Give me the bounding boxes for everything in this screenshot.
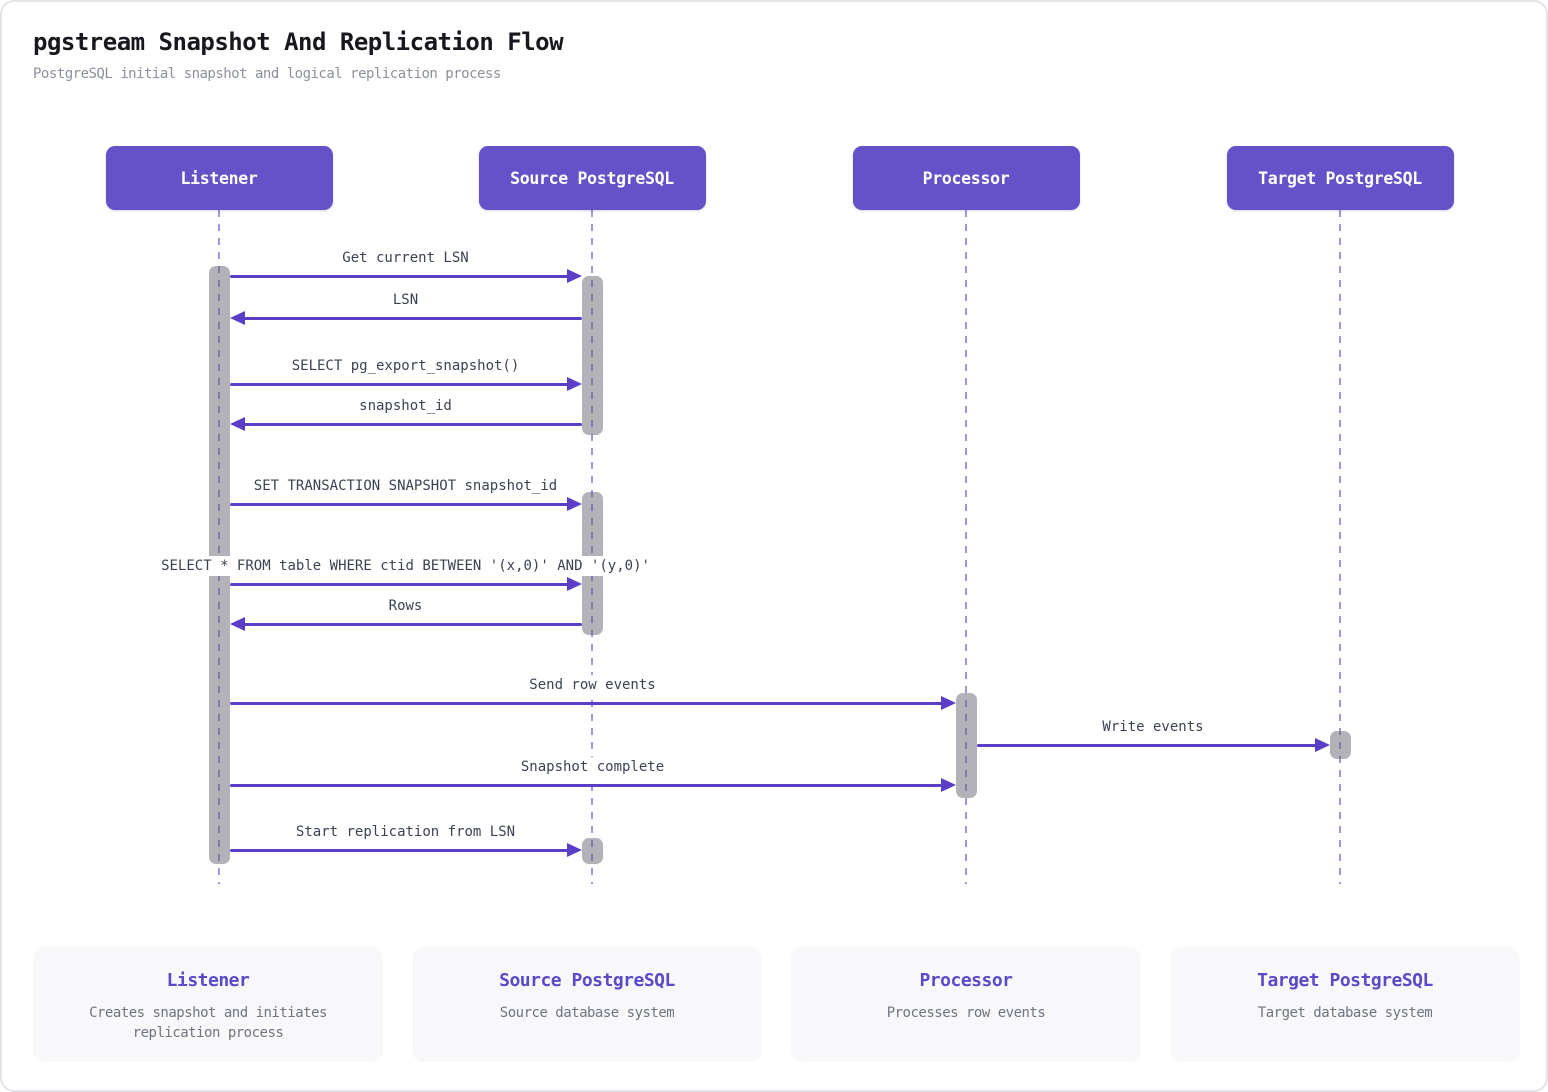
- message-label-2: SELECT pg_export_snapshot(): [285, 356, 526, 376]
- message-label-8: Write events: [1096, 717, 1210, 737]
- message-line-4: [229, 503, 569, 506]
- legend-card-description-listener: Creates snapshot and initiates replicati…: [89, 1005, 327, 1042]
- message-arrowhead-8: [1314, 738, 1330, 752]
- activation-target-5: [1329, 731, 1351, 759]
- lifeline-source: [591, 210, 593, 884]
- legend-card-description-processor: Processes row events: [886, 1005, 1046, 1021]
- message-label-5: SELECT * FROM table WHERE ctid BETWEEN '…: [155, 556, 656, 576]
- legend-card-source: Source PostgreSQL Source database system: [412, 947, 762, 1062]
- activation-source-3: [581, 838, 603, 864]
- message-arrowhead-10: [566, 843, 582, 857]
- actor-processor: Processor: [852, 146, 1080, 210]
- message-line-3: [242, 423, 582, 426]
- message-line-8: [976, 744, 1317, 747]
- message-line-10: [229, 849, 569, 852]
- lifeline-listener: [218, 210, 220, 884]
- message-arrowhead-0: [566, 269, 582, 283]
- legend-card-target: Target PostgreSQL Target database system: [1170, 947, 1520, 1062]
- activation-processor-4: [955, 693, 977, 798]
- message-label-0: Get current LSN: [336, 248, 475, 268]
- legend-card-title-processor: Processor: [919, 970, 1013, 991]
- message-arrowhead-1: [229, 311, 245, 325]
- actor-target: Target PostgreSQL: [1226, 146, 1454, 210]
- page-title: pgstream Snapshot And Replication Flow: [33, 28, 564, 56]
- message-label-10: Start replication from LSN: [289, 822, 522, 842]
- message-line-7: [229, 702, 943, 705]
- message-label-7: Send row events: [523, 675, 662, 695]
- message-label-1: LSN: [386, 290, 425, 310]
- message-label-3: snapshot_id: [353, 396, 458, 416]
- header: pgstream Snapshot And Replication Flow P…: [33, 28, 564, 82]
- message-arrowhead-4: [566, 497, 582, 511]
- message-line-5: [229, 583, 569, 586]
- message-arrowhead-3: [229, 417, 245, 431]
- legend-card-description-target: Target database system: [1257, 1005, 1433, 1021]
- message-line-0: [229, 275, 569, 278]
- actor-listener: Listener: [105, 146, 333, 210]
- lifeline-processor: [965, 210, 967, 884]
- message-label-4: SET TRANSACTION SNAPSHOT snapshot_id: [247, 476, 564, 496]
- page-subtitle: PostgreSQL initial snapshot and logical …: [33, 66, 501, 82]
- lifeline-target: [1339, 210, 1341, 884]
- legend-card-description-source: Source database system: [499, 1005, 675, 1021]
- message-arrowhead-2: [566, 377, 582, 391]
- message-arrowhead-9: [940, 778, 956, 792]
- actor-source: Source PostgreSQL: [478, 146, 706, 210]
- activation-source-1: [581, 276, 603, 435]
- message-arrowhead-6: [229, 617, 245, 631]
- legend-card-title-listener: Listener: [166, 970, 250, 991]
- message-line-1: [242, 317, 582, 320]
- message-arrowhead-5: [566, 577, 582, 591]
- message-line-6: [242, 623, 582, 626]
- legend-card-title-source: Source PostgreSQL: [499, 970, 675, 991]
- message-label-9: Snapshot complete: [514, 757, 671, 777]
- message-line-2: [229, 383, 569, 386]
- message-arrowhead-7: [940, 696, 956, 710]
- message-line-9: [229, 784, 943, 787]
- message-label-6: Rows: [382, 596, 429, 616]
- legend-card-title-target: Target PostgreSQL: [1257, 970, 1433, 991]
